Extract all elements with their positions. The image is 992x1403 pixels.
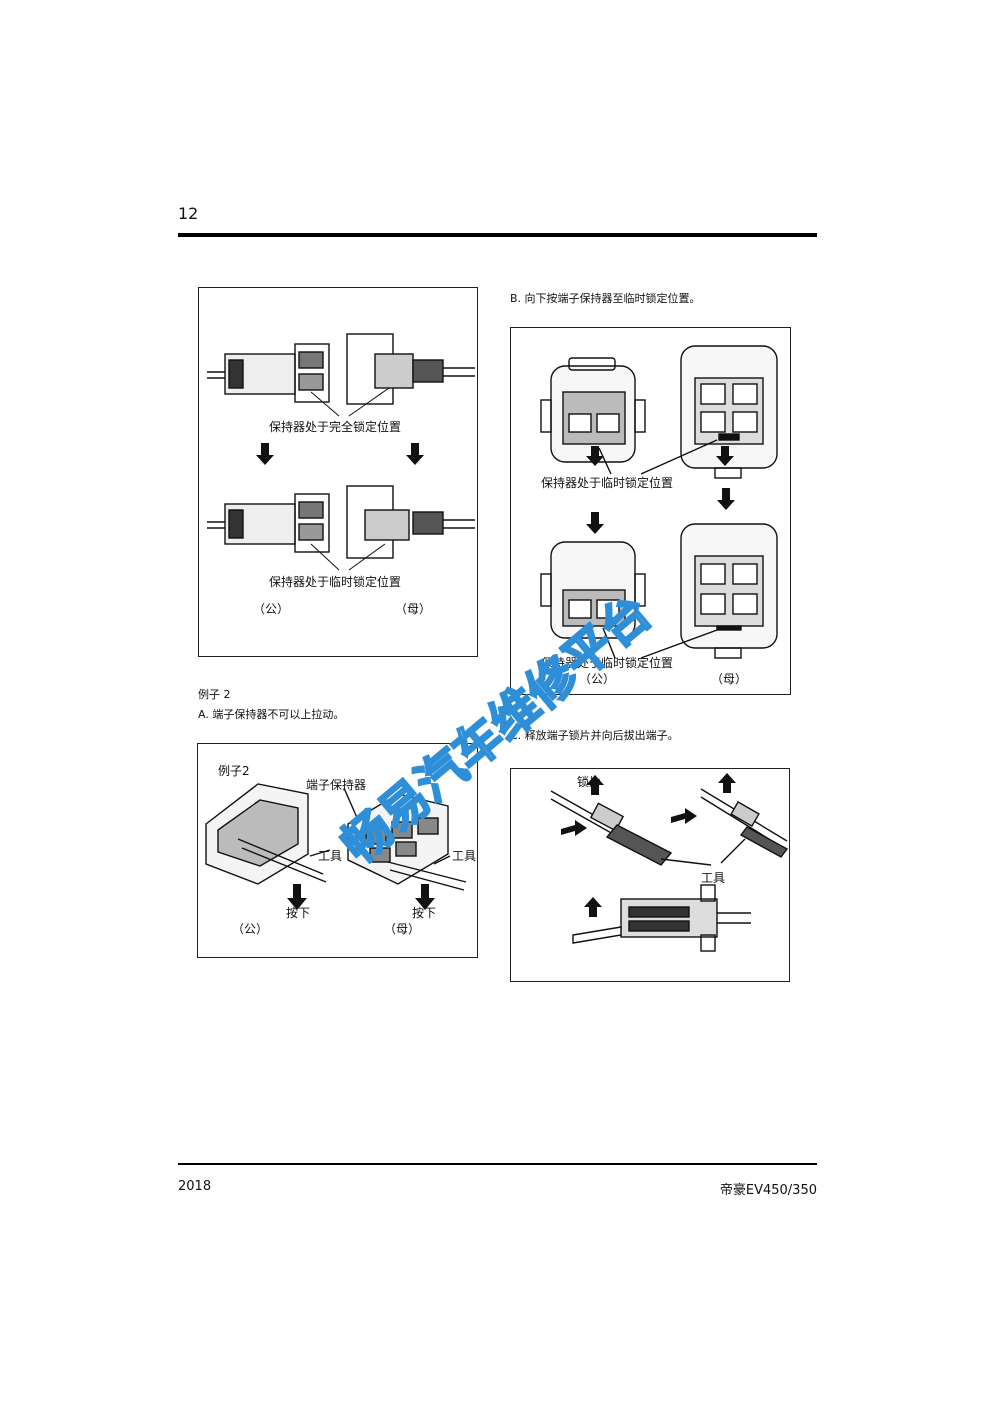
- example2-title: 例子 2: [198, 688, 231, 701]
- label-press-left: 按下: [286, 906, 311, 920]
- fig2-title: 例子2: [218, 764, 250, 778]
- connector-illustration-2: [205, 783, 467, 910]
- footer-year: 2018: [178, 1179, 212, 1194]
- fig3-male: （公）: [579, 672, 616, 686]
- label-male: （公）: [253, 602, 290, 616]
- terminal-illustration-4: [550, 773, 789, 952]
- label-press-right: 按下: [412, 906, 437, 920]
- figure-release-lock: 锁片 工具: [510, 768, 790, 982]
- label-female: （母）: [395, 602, 432, 616]
- connector-illustration-1: [207, 333, 475, 571]
- label-tool-left: 工具: [318, 849, 343, 863]
- step-c-text: C. 释放端子锁片并向后拔出端子。: [510, 729, 679, 742]
- figure-example2-retainer: 例子2 端子保持器 工具 工具 按下 按下 （公） （母）: [197, 743, 478, 958]
- label-tool-right: 工具: [452, 849, 477, 863]
- label-retainer: 端子保持器: [306, 778, 367, 792]
- fig3-label-top: 保持器处于临时锁定位置: [541, 476, 674, 490]
- header-rule: [178, 233, 817, 237]
- page-number: 12: [178, 204, 199, 223]
- fig2-female: （母）: [384, 922, 421, 936]
- footer-rule: [178, 1163, 817, 1165]
- connector-illustration-3: [540, 345, 778, 659]
- label-temp-lock: 保持器处于临时锁定位置: [269, 575, 402, 589]
- step-b-text: B. 向下按端子保持器至临时锁定位置。: [510, 292, 701, 305]
- figure-retainer-lock-positions: 保持器处于完全锁定位置 保持器处于临时锁定位置 （公） （母）: [198, 287, 478, 657]
- fig3-label-bottom: 保持器处于临时锁定位置: [541, 656, 674, 670]
- label-lock-tab: 锁片: [577, 775, 602, 789]
- label-full-lock: 保持器处于完全锁定位置: [269, 420, 402, 434]
- fig3-female: （母）: [711, 672, 748, 686]
- figure-push-retainer: 保持器处于临时锁定位置 保持器处于临时锁定位置 （公） （母）: [510, 327, 791, 695]
- step-a-text: A. 端子保持器不可以上拉动。: [198, 708, 345, 721]
- fig4-label-tool: 工具: [701, 871, 726, 885]
- footer-model: 帝豪EV450/350: [719, 1183, 817, 1198]
- fig2-male: （公）: [232, 922, 269, 936]
